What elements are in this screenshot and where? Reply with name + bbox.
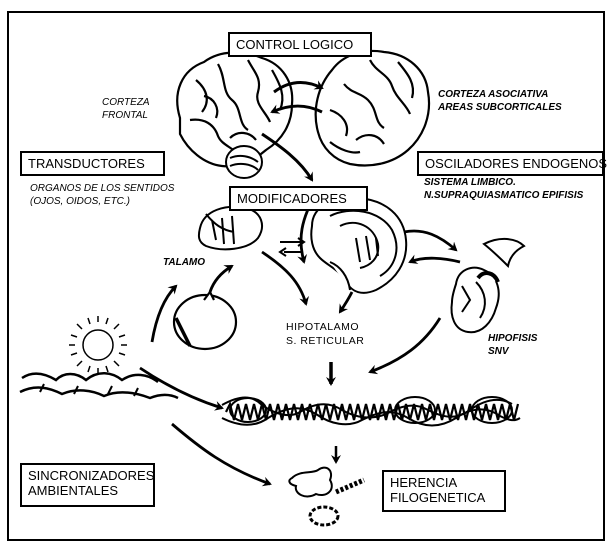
transductores-box: TRANSDUCTORES [20, 151, 165, 176]
hipotalamo-line-2: S. RETICULAR [286, 334, 364, 348]
herencia-line-2: FILOGENETICA [390, 490, 498, 505]
organos-label: ORGANOS DE LOS SENTIDOS (OJOS, OIDOS, ET… [30, 182, 174, 208]
corteza-asociativa-label: CORTEZA ASOCIATIVA AREAS SUBCORTICALES [438, 88, 562, 114]
pituitary-illustration [452, 268, 499, 333]
hipotalamo-label: HIPOTALAMO S. RETICULAR [286, 320, 364, 348]
corteza-frontal-line-2: FRONTAL [102, 109, 150, 122]
hipotalamo-line-1: HIPOTALAMO [286, 320, 364, 334]
cerebellum-left [226, 146, 262, 178]
herencia-box: HERENCIA FILOGENETICA [382, 470, 506, 512]
limbic-illustration [311, 198, 406, 293]
pineal-illustration [484, 239, 524, 266]
sistema-line-2: N.SUPRAQUIASMATICO EPIFISIS [424, 189, 583, 202]
sincronizadores-line-2: AMBIENTALES [28, 483, 147, 498]
sistema-limbico-label: SISTEMA LIMBICO. N.SUPRAQUIASMATICO EPIF… [424, 176, 583, 202]
herencia-line-1: HERENCIA [390, 475, 498, 490]
sincronizadores-box: SINCRONIZADORES AMBIENTALES [20, 463, 155, 507]
control-logico-box: CONTROL LOGICO [228, 32, 372, 57]
thalamus-illustration [199, 207, 262, 249]
hipofisis-line-1: HIPOFISIS [488, 332, 537, 345]
eye-illustration [174, 292, 236, 349]
sincronizadores-line-1: SINCRONIZADORES [28, 468, 147, 483]
organos-line-2: (OJOS, OIDOS, ETC.) [30, 195, 174, 208]
corteza-frontal-label: CORTEZA FRONTAL [102, 96, 150, 122]
talamo-label: TALAMO [163, 256, 205, 269]
modificadores-box: MODIFICADORES [229, 186, 368, 211]
brain-right-illustration [316, 51, 429, 165]
corteza-frontal-line-1: CORTEZA [102, 96, 150, 109]
corteza-asociativa-line-1: CORTEZA ASOCIATIVA [438, 88, 562, 101]
hipofisis-label: HIPOFISIS SNV [488, 332, 537, 358]
hipofisis-line-2: SNV [488, 345, 537, 358]
organos-line-1: ORGANOS DE LOS SENTIDOS [30, 182, 174, 195]
osciladores-box: OSCILADORES ENDOGENOS [417, 151, 604, 176]
rhythm-wave [222, 397, 520, 426]
chromosomes-illustration [289, 468, 364, 525]
corteza-asociativa-line-2: AREAS SUBCORTICALES [438, 101, 562, 114]
sistema-line-1: SISTEMA LIMBICO. [424, 176, 583, 189]
